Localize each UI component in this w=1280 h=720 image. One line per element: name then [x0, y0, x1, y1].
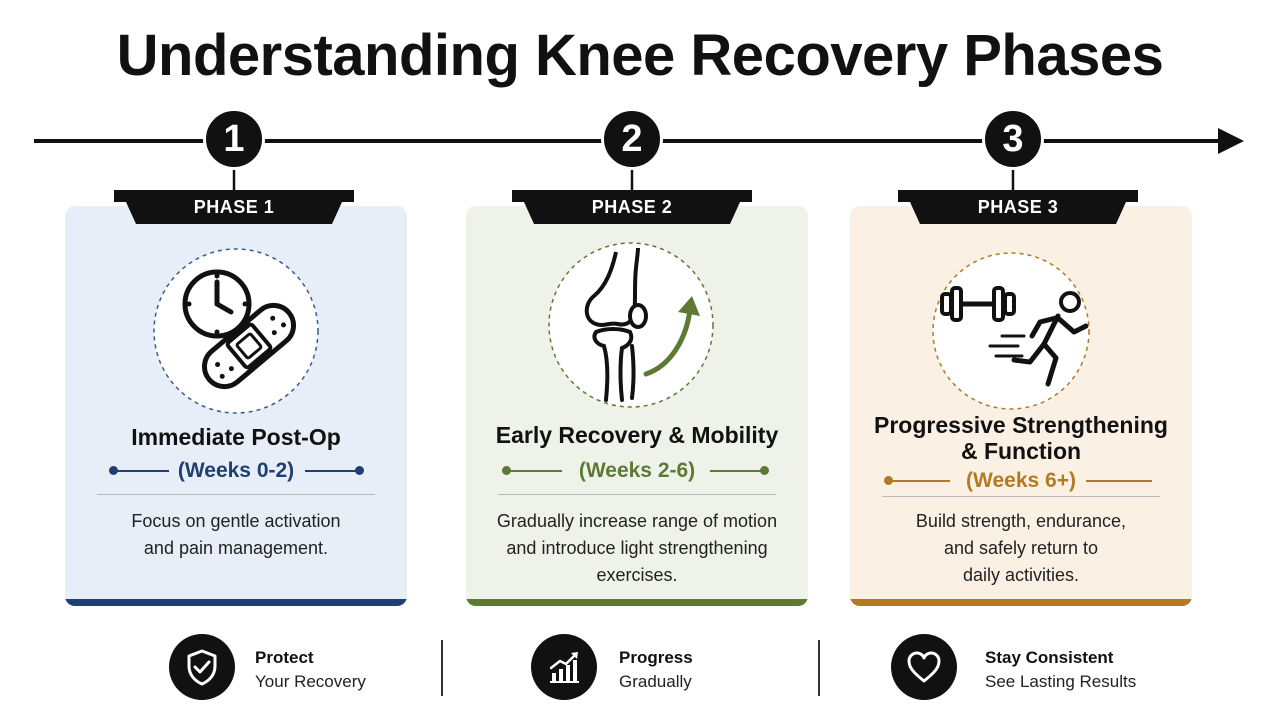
phase-3-divider	[882, 496, 1160, 497]
dumbbell-and-runner-icon	[926, 246, 1096, 416]
phase-1-weeks: (Weeks 0-2)	[177, 459, 295, 482]
footer-consistent-subtitle: See Lasting Results	[985, 672, 1137, 691]
phase-3-description: Build strength, endurance, and safely re…	[915, 511, 1127, 585]
phase-2-card: Early Recovery & Mobility (Weeks 2-6) Gr…	[466, 206, 808, 606]
phase-1-card: Immediate Post-Op (Weeks 0-2) Focus on g…	[65, 206, 407, 606]
phase-2-divider	[498, 494, 776, 495]
footer-progress-subtitle: Gradually	[619, 672, 692, 691]
phase-1-number: 1	[203, 108, 265, 170]
phase-3-title: Progressive Strengthening & Function	[874, 412, 1168, 464]
phase-1-divider	[97, 494, 375, 495]
clock-and-bandage-icon	[151, 246, 321, 416]
shield-check-icon	[169, 634, 235, 700]
phase-3-number: 3	[982, 108, 1044, 170]
phase-3-label: PHASE 3	[977, 197, 1059, 217]
phase-2-title: Early Recovery & Mobility	[495, 422, 779, 448]
footer-protect-subtitle: Your Recovery	[255, 672, 366, 691]
footer-stay-consistent: Stay Consistent See Lasting Results	[891, 634, 1151, 700]
phase-3-weeks-row: (Weeks 6+)	[850, 466, 1192, 496]
phase-3-accent-bar	[850, 599, 1192, 606]
phase-1-label: PHASE 1	[193, 197, 275, 217]
knee-joint-with-arrow-icon	[546, 240, 716, 410]
phase-3-card: Progressive Strengthening & Function (We…	[850, 206, 1192, 606]
footer-protect-title: Protect	[255, 648, 314, 667]
footer-protect: Protect Your Recovery	[169, 634, 389, 700]
footer-separator	[441, 640, 443, 696]
phase-1-accent-bar	[65, 599, 407, 606]
phase-3-tab: PHASE 3	[898, 190, 1138, 226]
phase-1-weeks-row: (Weeks 0-2)	[65, 456, 407, 486]
footer-progress-title: Progress	[619, 648, 693, 667]
phase-2-accent-bar	[466, 599, 808, 606]
phase-2-weeks-row: (Weeks 2-6)	[466, 456, 808, 486]
phase-2-number: 2	[601, 108, 663, 170]
phase-2-description: Gradually increase range of motion and i…	[496, 511, 778, 585]
footer-progress: Progress Gradually	[531, 634, 731, 700]
phase-1-tab: PHASE 1	[114, 190, 354, 226]
phase-1-title: Immediate Post-Op	[131, 424, 341, 450]
footer-separator	[818, 640, 820, 696]
page-title: Understanding Knee Recovery Phases	[116, 23, 1164, 88]
phase-2-weeks: (Weeks 2-6)	[578, 459, 696, 482]
footer-consistent-title: Stay Consistent	[985, 648, 1114, 667]
heart-icon	[891, 634, 957, 700]
phase-2-tab: PHASE 2	[512, 190, 752, 226]
phase-3-weeks: (Weeks 6+)	[966, 469, 1076, 492]
growth-chart-icon	[531, 634, 597, 700]
phase-1-description: Focus on gentle activation and pain mana…	[131, 511, 341, 558]
phase-2-label: PHASE 2	[591, 197, 673, 217]
